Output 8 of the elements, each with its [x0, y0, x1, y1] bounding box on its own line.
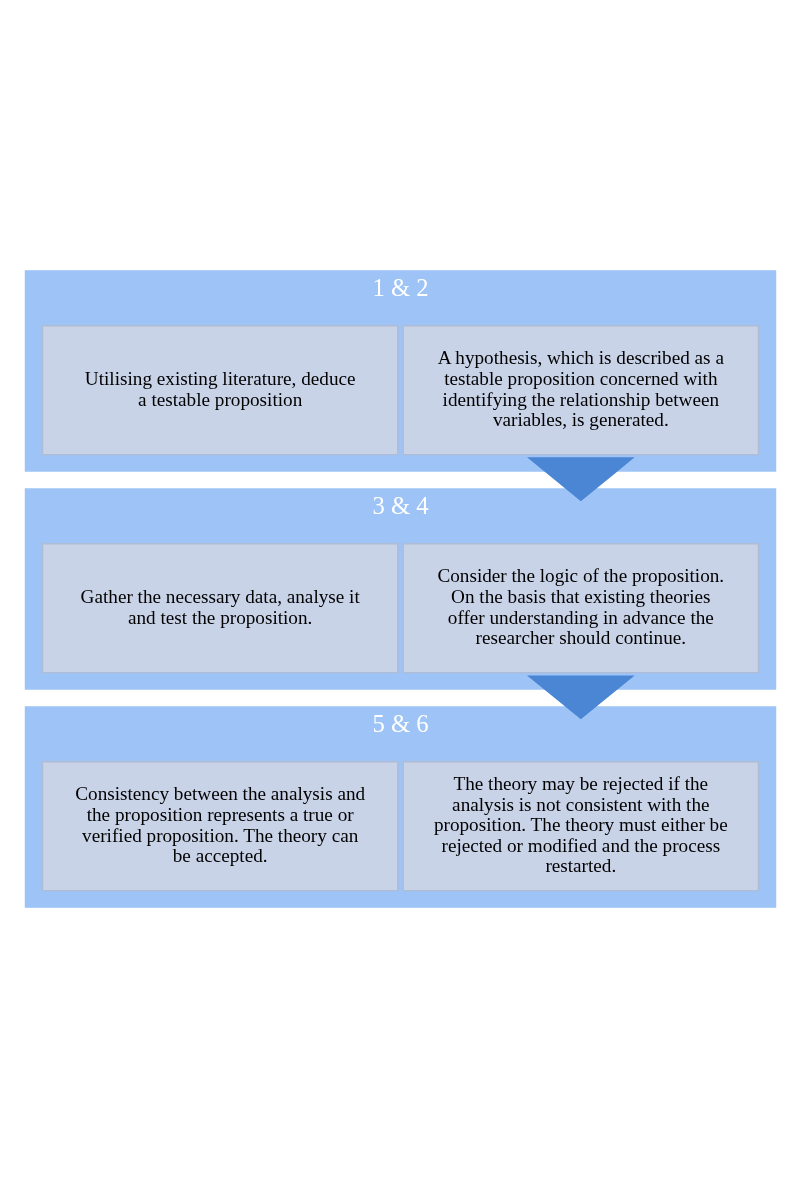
arrow — [526, 456, 635, 501]
node-box: A hypothesis, which is described as a testable proposition concerned with identifying the relationship between variables, is generated. — [402, 324, 759, 455]
node-box: Consider the logic of the proposition. On the basis that existing theories offer understanding in advance the researcher should continue. — [402, 542, 759, 673]
node-box: Utilising existing literature, deduce a testable proposition — [41, 324, 398, 455]
node-box: Gather the necessary data, analyse it and test the proposition. — [41, 542, 398, 673]
node-box: The theory may be rejected if the analysis is not consistent with the proposition. The theory must either be rejected or modified and the process restarted. — [402, 760, 759, 891]
arrow — [526, 674, 635, 719]
node-box: Consistency between the analysis and the proposition represents a true or verified proposition. The theory can be accepted. — [41, 760, 398, 891]
